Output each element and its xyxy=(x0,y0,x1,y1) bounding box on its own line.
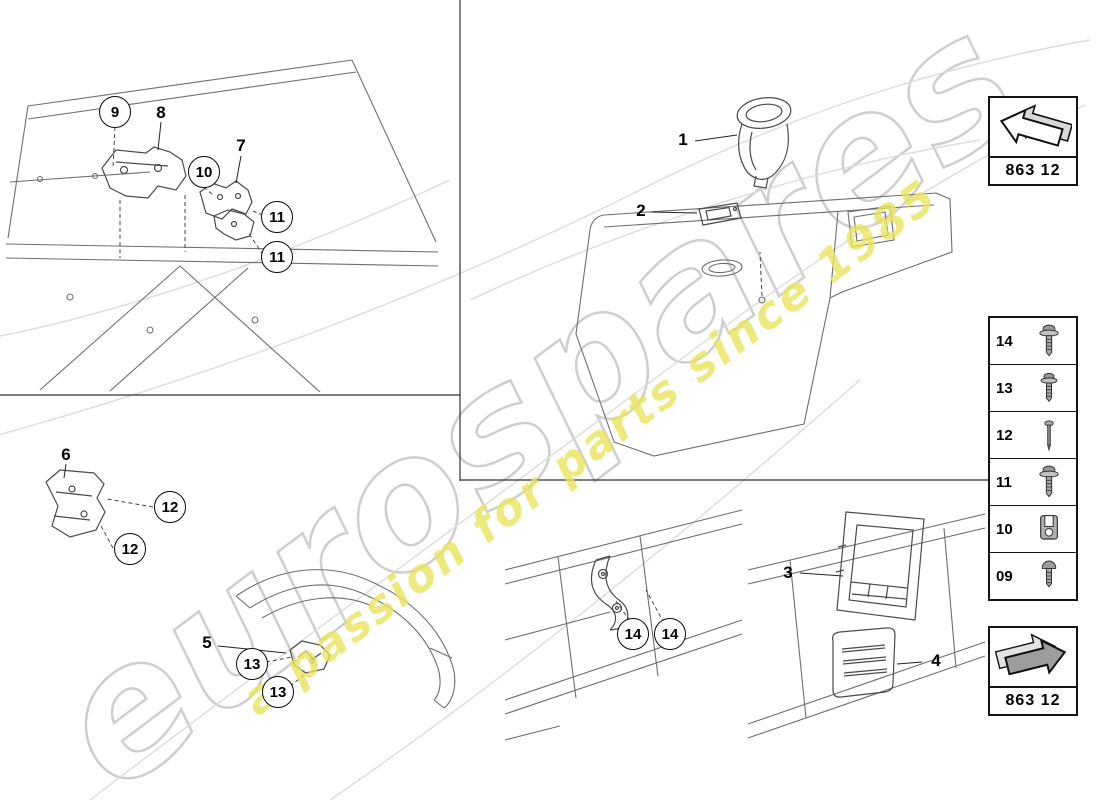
fastener-number: 11 xyxy=(996,473,1012,491)
fastener-callout-13[interactable]: 13 xyxy=(236,648,268,680)
cupholder-part-1-art xyxy=(736,97,792,189)
cupholder-frame-part-3-art xyxy=(835,511,925,621)
fastener-number: 09 xyxy=(996,567,1013,585)
bezel-part-4-art xyxy=(832,627,896,698)
part-callout-2[interactable]: 2 xyxy=(636,201,646,220)
diagram-ref-box-top[interactable]: 863 12 xyxy=(988,96,1078,186)
part-group-code: 863 12 xyxy=(990,686,1076,714)
fastener-callout-13[interactable]: 13 xyxy=(262,676,294,708)
bracket-part-8-art xyxy=(101,146,187,199)
latch-part-2-art xyxy=(698,202,742,226)
part-callout-5[interactable]: 5 xyxy=(202,633,212,652)
fastener-callout-10[interactable]: 10 xyxy=(188,156,220,188)
door-rail-art xyxy=(504,509,743,741)
fastener-number: 14 xyxy=(996,332,1013,350)
fastener-row-14[interactable]: 14 xyxy=(990,318,1076,365)
screw-with-washer-small-icon xyxy=(1022,368,1076,408)
sill-trim-art xyxy=(235,569,456,709)
fastener-list: 14 13 12 11 10 09 xyxy=(988,316,1078,601)
part-group-code: 863 12 xyxy=(990,156,1076,184)
round-head-screw-icon xyxy=(1022,556,1076,596)
part-callout-6[interactable]: 6 xyxy=(61,445,71,464)
bracket-part-7-art xyxy=(199,180,255,241)
strap-bracket-art xyxy=(591,555,629,631)
bracket-part-6-art xyxy=(45,469,106,538)
fastener-callout-9[interactable]: 9 xyxy=(99,96,131,128)
fastener-row-11[interactable]: 11 xyxy=(990,459,1076,506)
screw-with-washer-icon xyxy=(1022,321,1076,361)
rivet-icon xyxy=(1022,415,1076,455)
fastener-callout-14[interactable]: 14 xyxy=(617,618,649,650)
part-callout-8[interactable]: 8 xyxy=(156,103,166,122)
chassis-frame-art xyxy=(5,59,439,393)
fastener-row-10[interactable]: 10 xyxy=(990,506,1076,553)
part-callout-7[interactable]: 7 xyxy=(236,136,246,155)
fastener-callout-14[interactable]: 14 xyxy=(654,618,686,650)
part-callout-3[interactable]: 3 xyxy=(783,563,793,582)
arrow-in-icon xyxy=(994,633,1067,676)
clip-nut-icon xyxy=(1022,509,1076,549)
fastener-callout-11[interactable]: 11 xyxy=(261,201,293,233)
fastener-callout-leaders xyxy=(100,126,763,687)
bulkhead-trim-art xyxy=(575,192,953,457)
screw-with-washer-icon xyxy=(1022,462,1076,502)
fastener-number: 12 xyxy=(996,426,1013,444)
fastener-row-12[interactable]: 12 xyxy=(990,412,1076,459)
fastener-callout-12[interactable]: 12 xyxy=(154,491,186,523)
quadrant-dividers xyxy=(0,0,988,481)
diagram-ref-box-bottom[interactable]: 863 12 xyxy=(988,626,1078,716)
fastener-row-13[interactable]: 13 xyxy=(990,365,1076,412)
console-rail-art xyxy=(747,513,986,739)
fastener-number: 10 xyxy=(996,520,1013,538)
part-callout-1[interactable]: 1 xyxy=(678,130,688,149)
part-label-leaders xyxy=(63,121,923,665)
fastener-row-09[interactable]: 09 xyxy=(990,553,1076,599)
clip-part-5-art xyxy=(289,640,331,674)
part-callout-4[interactable]: 4 xyxy=(931,651,941,670)
fastener-number: 13 xyxy=(996,379,1013,397)
fastener-callout-12[interactable]: 12 xyxy=(114,533,146,565)
fastener-callout-11[interactable]: 11 xyxy=(261,241,293,273)
arrow-out-icon xyxy=(999,104,1072,147)
